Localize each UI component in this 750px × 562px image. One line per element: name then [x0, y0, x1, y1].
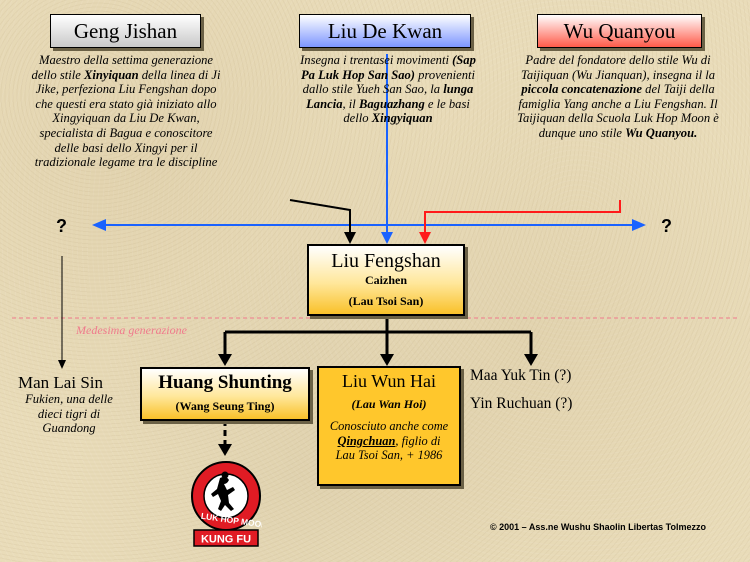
red-arrowhead-wu	[419, 232, 431, 244]
red-line-wu	[424, 200, 621, 234]
arrowhead-logo	[218, 444, 232, 456]
logo-banner	[193, 529, 259, 547]
liu-wun-hai-name: Liu Wun Hai	[342, 371, 436, 391]
other-student-maa-yuk-tin: Maa Yuk Tin (?)	[470, 367, 572, 384]
master-box-wu-quanyou: Wu Quanyou	[537, 14, 702, 48]
unknown-left: ?	[56, 216, 67, 236]
logo-bottom-text: KUNG FU	[201, 534, 251, 546]
man-lai-sin-desc: Fukien, una delle dieci tigri di Guandon…	[25, 392, 113, 436]
tree-arrowhead-liu-wun-hai	[380, 354, 394, 366]
liu-wun-hai-box: Liu Wun Hai (Lau Wan Hoi) Conosciuto anc…	[317, 366, 461, 486]
center-cantonese: (Lau Tsoi San)	[348, 294, 424, 308]
blue-arrowhead-right	[632, 219, 646, 231]
unknown-right: ?	[661, 216, 672, 236]
master-name-liu-de-kwan: Liu De Kwan	[327, 19, 443, 43]
logo-fighter-head	[221, 471, 229, 479]
master-name-geng-jishan: Geng Jishan	[73, 19, 178, 43]
center-name: Liu Fengshan	[331, 250, 441, 272]
logo-fighter-figure	[211, 476, 235, 511]
tree-arrowhead-others	[524, 354, 538, 366]
generation-label: Medesima generazione	[76, 323, 187, 337]
huang-cantonese: (Wang Seung Ting)	[175, 399, 275, 413]
center-box-liu-fengshan: Liu Fengshan Caizhen (Lau Tsoi San)	[307, 244, 465, 316]
center-alias: Caizhen	[365, 273, 407, 287]
other-student-yin-ruchuan: Yin Ruchuan (?)	[470, 395, 573, 412]
tree-arrowhead-huang	[218, 354, 232, 366]
black-line-geng	[289, 199, 351, 234]
desc-wu-quanyou: Padre del fondatore dello stile Wu di Ta…	[517, 53, 719, 140]
desc-geng-jishan: Maestro della settima generazione dello …	[31, 53, 221, 170]
master-box-liu-de-kwan: Liu De Kwan	[299, 14, 471, 48]
desc-liu-de-kwan: Insegna i trentasei movimenti (Sap Pa Lu…	[300, 53, 476, 126]
black-arrowhead-geng	[344, 232, 356, 244]
luk-hop-moon-logo: LUK HOP MOON KUNG FU	[191, 461, 262, 547]
blue-arrowhead-down	[381, 232, 393, 244]
liu-wun-hai-cantonese: (Lau Wan Hoi)	[351, 397, 427, 411]
arrowhead-man-lai-sin	[58, 360, 66, 369]
master-name-wu-quanyou: Wu Quanyou	[563, 19, 676, 43]
huang-shunting-box: Huang Shunting (Wang Seung Ting)	[140, 367, 310, 421]
master-box-geng-jishan: Geng Jishan	[50, 14, 201, 48]
liu-wun-hai-desc: Conosciuto anche come Qingchuan, figlio …	[329, 419, 449, 463]
copyright-notice: © 2001 – Ass.ne Wushu Shaolin Libertas T…	[490, 522, 707, 532]
huang-name: Huang Shunting	[158, 372, 292, 393]
man-lai-sin-name: Man Lai Sin	[18, 373, 103, 392]
blue-arrowhead-left	[92, 219, 106, 231]
